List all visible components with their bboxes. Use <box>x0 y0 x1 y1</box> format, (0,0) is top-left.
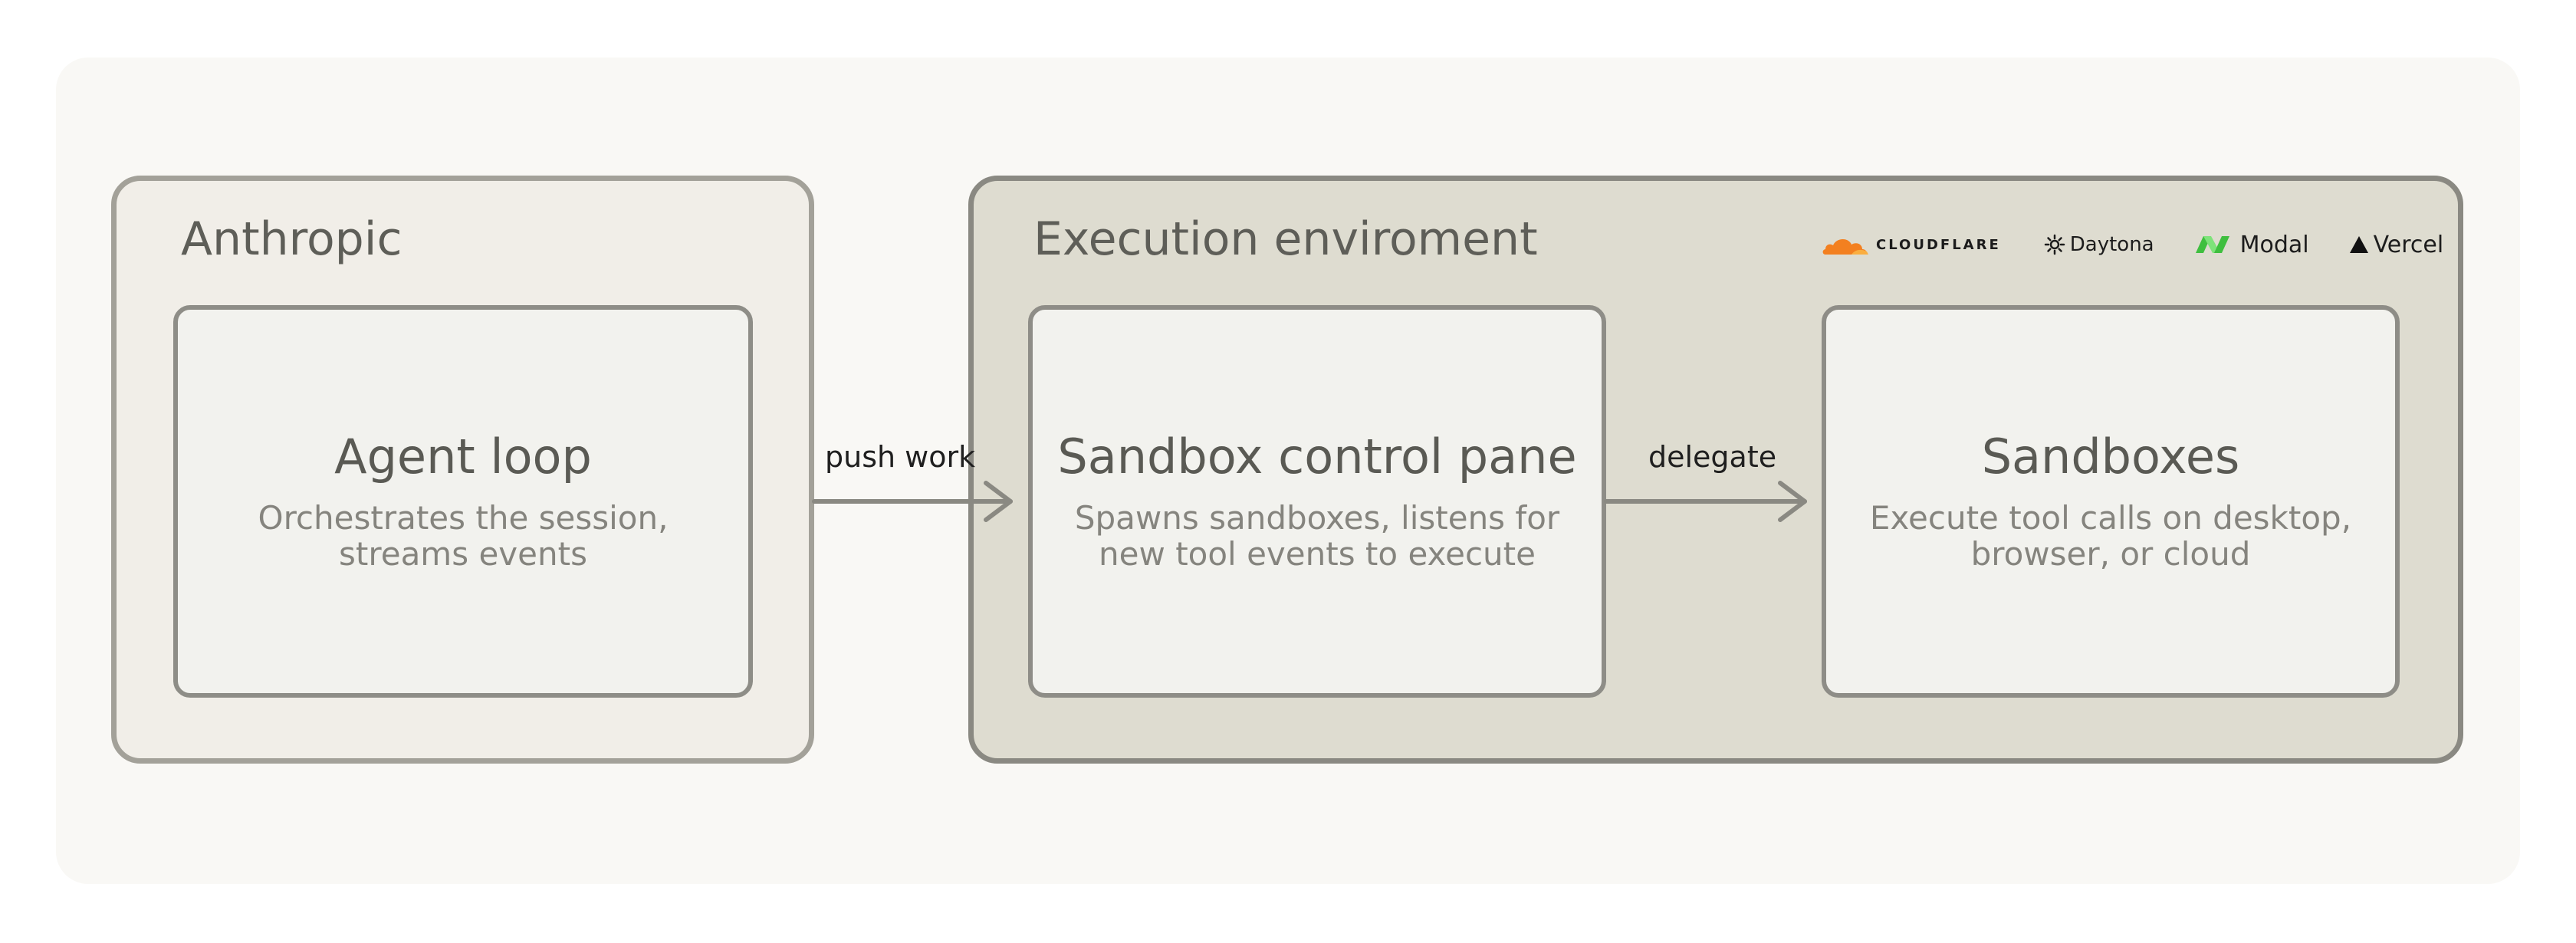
modal-mark-icon <box>2195 236 2229 253</box>
vercel-logo: Vercel <box>2349 231 2444 258</box>
triangle-icon <box>2349 236 2368 253</box>
daytona-logo: Daytona <box>2044 233 2154 256</box>
push-work-arrow <box>812 481 1013 522</box>
vercel-logo-text: Vercel <box>2373 231 2444 258</box>
sandboxes-box: Sandboxes Execute tool calls on desktop,… <box>1822 305 2400 698</box>
sandboxes-title: Sandboxes <box>1981 428 2240 485</box>
cloudflare-logo: CLOUDFLARE <box>1821 233 2001 256</box>
agent-loop-title: Agent loop <box>334 428 592 485</box>
delegate-arrow <box>1604 481 1807 522</box>
delegate-label: delegate <box>1648 440 1777 474</box>
agent-loop-description: Orchestrates the session, streams events <box>258 499 669 573</box>
push-work-label: push work <box>825 440 976 474</box>
daytona-logo-text: Daytona <box>2069 233 2154 256</box>
agent-loop-box: Agent loop Orchestrates the session, str… <box>173 305 753 698</box>
sun-icon <box>2044 234 2065 255</box>
cloud-icon <box>1822 238 1868 255</box>
cloudflare-logo-text: CLOUDFLARE <box>1876 236 2001 253</box>
sandboxes-description: Execute tool calls on desktop, browser, … <box>1869 499 2352 573</box>
sandbox-control-pane-title: Sandbox control pane <box>1057 428 1577 485</box>
sandbox-control-pane-description: Spawns sandboxes, listens for new tool e… <box>1074 499 1560 573</box>
modal-logo: Modal <box>2194 232 2309 258</box>
provider-logos: CLOUDFLARE Daytona Modal <box>1821 227 2443 262</box>
execution-environment-title: Execution enviroment <box>1033 212 1538 266</box>
anthropic-group-title: Anthropic <box>181 212 402 266</box>
modal-logo-text: Modal <box>2239 231 2309 258</box>
